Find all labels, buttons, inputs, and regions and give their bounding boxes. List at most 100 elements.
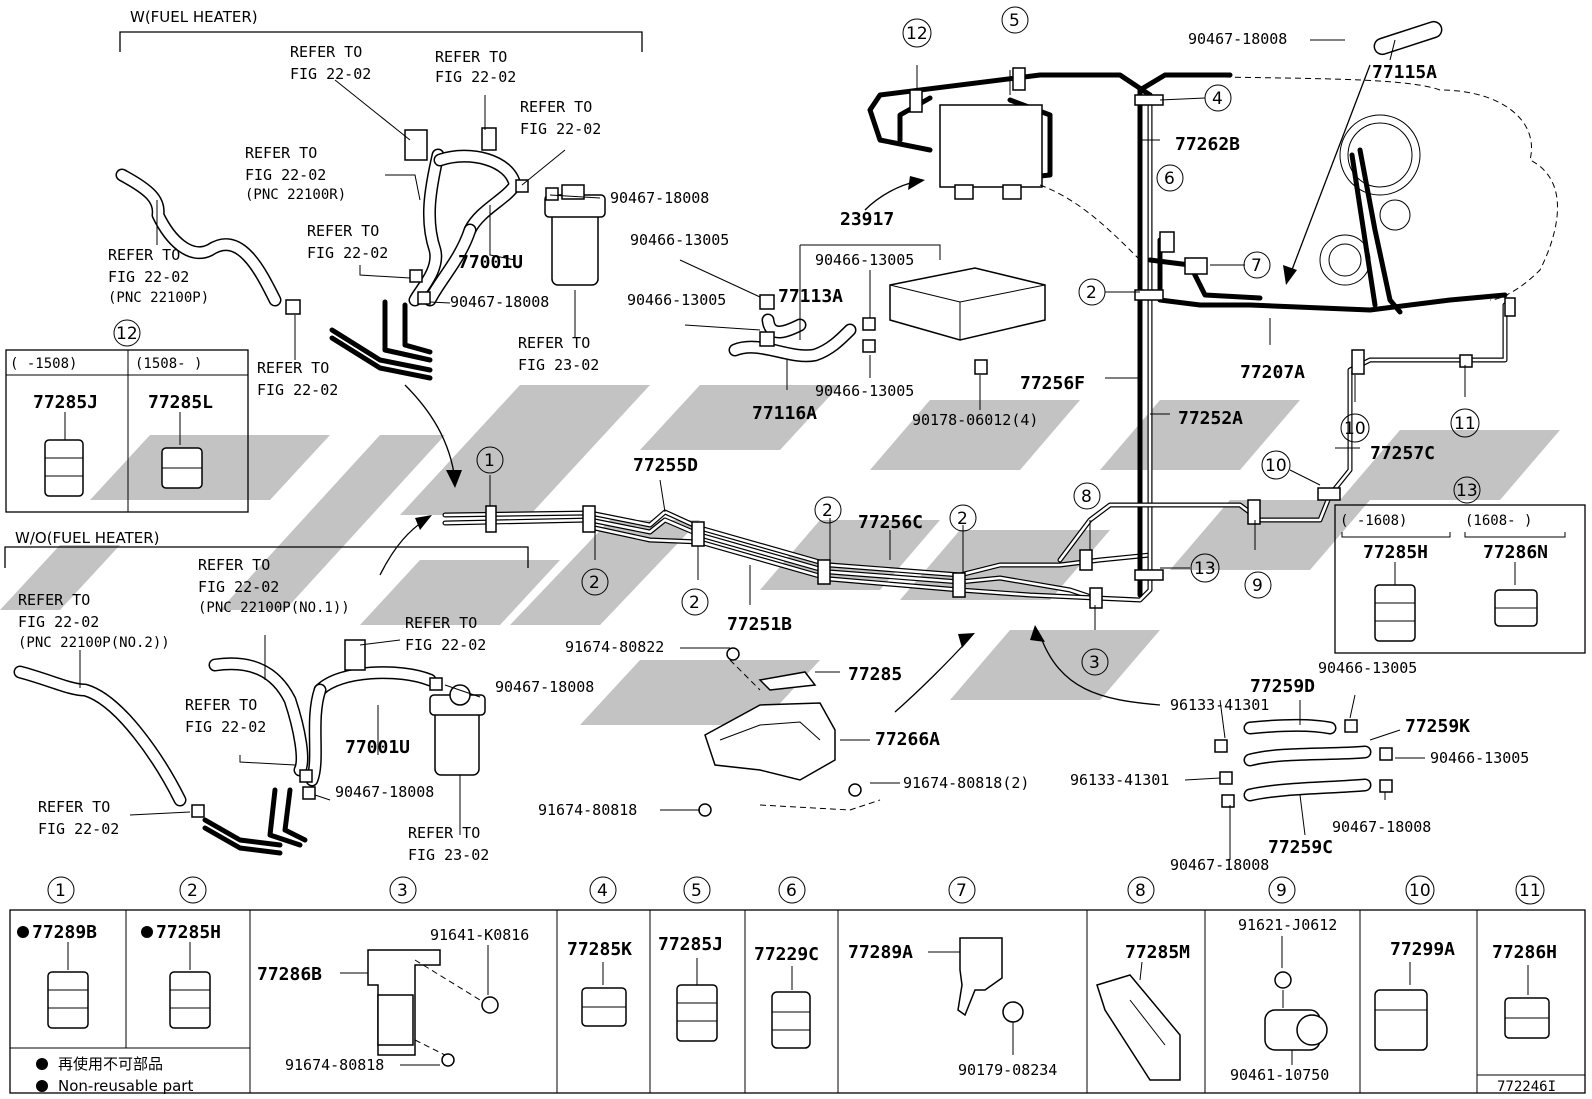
- svg-text:5: 5: [1009, 11, 1020, 31]
- svg-text:11: 11: [1519, 881, 1541, 901]
- svg-text:(PNC 22100P(NO.1)): (PNC 22100P(NO.1)): [198, 600, 350, 616]
- svg-text:FIG 22-02: FIG 22-02: [198, 578, 279, 596]
- svg-text:90179-08234: 90179-08234: [958, 1061, 1057, 1079]
- svg-text:90466-13005: 90466-13005: [1318, 659, 1417, 677]
- svg-text:2: 2: [957, 509, 968, 529]
- svg-text:90466-13005: 90466-13005: [815, 251, 914, 269]
- svg-text:77285J: 77285J: [33, 392, 98, 413]
- svg-text:91674-80818: 91674-80818: [285, 1056, 384, 1074]
- svg-text:8: 8: [1135, 881, 1146, 901]
- svg-text:10: 10: [1265, 456, 1287, 476]
- svg-text:23917: 23917: [840, 209, 894, 230]
- svg-text:REFER TO: REFER TO: [257, 359, 329, 377]
- svg-text:90467-18008: 90467-18008: [495, 678, 594, 696]
- svg-text:77285K: 77285K: [567, 939, 632, 960]
- svg-text:7: 7: [1251, 256, 1262, 276]
- svg-text:91621-J0612: 91621-J0612: [1238, 916, 1337, 934]
- svg-text:91674-80818: 91674-80818: [538, 801, 637, 819]
- svg-text:77116A: 77116A: [752, 403, 817, 424]
- svg-text:90461-10750: 90461-10750: [1230, 1066, 1329, 1084]
- svg-text:77266A: 77266A: [875, 729, 940, 750]
- svg-text:2: 2: [822, 501, 833, 521]
- line-clamps: [485, 67, 1516, 609]
- svg-text:10: 10: [1409, 881, 1431, 901]
- svg-text:2: 2: [1086, 283, 1097, 303]
- svg-text:2: 2: [589, 573, 600, 593]
- svg-text:77286N: 77286N: [1483, 542, 1548, 563]
- svg-text:11: 11: [1454, 414, 1476, 434]
- svg-text:5: 5: [691, 881, 702, 901]
- svg-text:REFER TO: REFER TO: [520, 98, 592, 116]
- svg-text:90467-18008: 90467-18008: [335, 783, 434, 801]
- svg-text:10: 10: [1344, 419, 1366, 439]
- diagram-labels: W(FUEL HEATER) W/O(FUEL HEATER) REFER TO…: [15, 8, 1529, 874]
- svg-text:77259K: 77259K: [1405, 716, 1470, 737]
- svg-text:77255D: 77255D: [633, 455, 698, 476]
- svg-text:13: 13: [1456, 481, 1478, 501]
- svg-text:6: 6: [1164, 169, 1175, 189]
- callout-box-13: 13 ( -1608) (1608- ) 77285H 77286N: [1334, 476, 1586, 654]
- label-without-heater: W/O(FUEL HEATER): [15, 529, 160, 547]
- svg-text:FIG 22-02: FIG 22-02: [257, 381, 338, 399]
- svg-text:REFER TO: REFER TO: [290, 43, 362, 61]
- svg-text:FIG 22-02: FIG 22-02: [185, 718, 266, 736]
- svg-text:77259D: 77259D: [1250, 676, 1315, 697]
- svg-text:77289A: 77289A: [848, 942, 913, 963]
- svg-text:77285J: 77285J: [658, 934, 723, 955]
- svg-text:REFER TO: REFER TO: [185, 696, 257, 714]
- svg-text:96133-41301: 96133-41301: [1170, 696, 1269, 714]
- svg-text:77001U: 77001U: [458, 252, 523, 273]
- ecu-unit-23917: [889, 267, 1046, 375]
- svg-text:FIG 22-02: FIG 22-02: [290, 65, 371, 83]
- svg-text:91674-80822: 91674-80822: [565, 638, 664, 656]
- svg-text:77285H: 77285H: [1363, 542, 1428, 563]
- svg-text:FIG 22-02: FIG 22-02: [245, 166, 326, 184]
- svg-text:77256F: 77256F: [1020, 373, 1085, 394]
- svg-text:2: 2: [187, 881, 198, 901]
- svg-text:77251B: 77251B: [727, 614, 792, 635]
- canister-box: [939, 104, 1043, 200]
- small-hoses: [1214, 718, 1393, 808]
- svg-text:77259C: 77259C: [1268, 837, 1333, 858]
- svg-text:77256C: 77256C: [858, 512, 923, 533]
- direction-arrows: [379, 64, 1371, 713]
- svg-text:REFER TO: REFER TO: [18, 591, 90, 609]
- svg-text:(PNC 22100R): (PNC 22100R): [245, 187, 346, 203]
- svg-text:REFER TO: REFER TO: [108, 246, 180, 264]
- svg-text:3: 3: [397, 881, 408, 901]
- svg-text:90466-13005: 90466-13005: [1430, 749, 1529, 767]
- svg-text:77115A: 77115A: [1372, 62, 1437, 83]
- svg-text:8: 8: [1081, 487, 1092, 507]
- svg-text:FIG 22-02: FIG 22-02: [307, 244, 388, 262]
- svg-text:77285M: 77285M: [1125, 942, 1190, 963]
- svg-text:FIG 22-02: FIG 22-02: [38, 820, 119, 838]
- svg-text:77285L: 77285L: [148, 392, 213, 413]
- svg-text:(PNC 22100P): (PNC 22100P): [108, 290, 209, 306]
- svg-text:(1608- ): (1608- ): [1465, 513, 1532, 529]
- callout-markers: 1 2 2 2 2 2 3 4 5 6 7 8 9 10 10 11 12 13: [476, 6, 1480, 676]
- svg-text:4: 4: [597, 881, 608, 901]
- evap-hoses: [728, 294, 876, 363]
- svg-text:FIG 23-02: FIG 23-02: [408, 846, 489, 864]
- svg-text:77113A: 77113A: [778, 286, 843, 307]
- svg-text:77289B: 77289B: [32, 922, 97, 943]
- svg-text:90467-18008: 90467-18008: [1332, 818, 1431, 836]
- svg-text:12: 12: [906, 24, 928, 44]
- legend-strip: [9, 909, 1586, 1094]
- svg-text:90467-18008: 90467-18008: [450, 293, 549, 311]
- svg-text:90466-13005: 90466-13005: [815, 382, 914, 400]
- svg-text:REFER TO: REFER TO: [307, 222, 379, 240]
- svg-text:REFER TO: REFER TO: [405, 614, 477, 632]
- svg-text:77001U: 77001U: [345, 737, 410, 758]
- svg-text:(1508- ): (1508- ): [135, 356, 202, 372]
- svg-text:1: 1: [484, 451, 495, 471]
- leader-lines: [79, 39, 1466, 860]
- svg-text:90467-18008: 90467-18008: [1170, 856, 1269, 874]
- svg-text:96133-41301: 96133-41301: [1070, 771, 1169, 789]
- svg-text:90467-18008: 90467-18008: [610, 189, 709, 207]
- protector-77266A: [698, 647, 881, 817]
- legend-contents: 77289B 77285H 77286B 91641-K0816 91674-8…: [17, 916, 1557, 1095]
- svg-text:77252A: 77252A: [1178, 408, 1243, 429]
- svg-text:77207A: 77207A: [1240, 362, 1305, 383]
